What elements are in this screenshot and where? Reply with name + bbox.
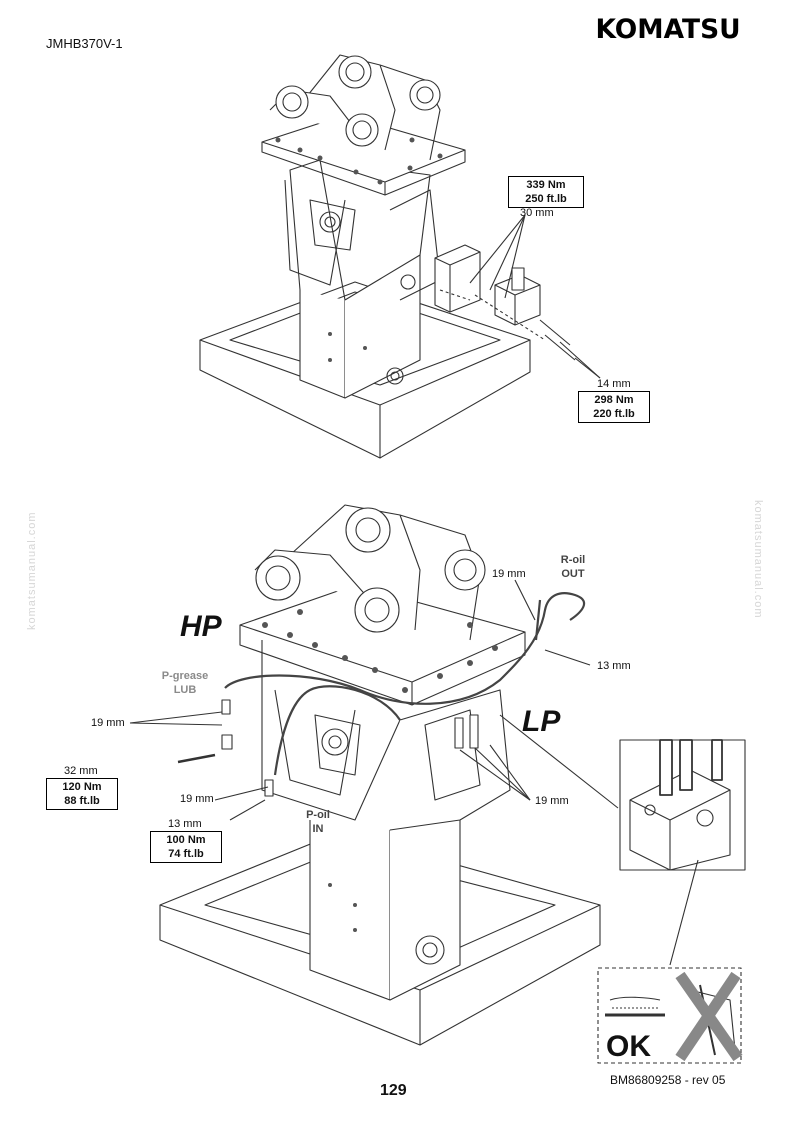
wrench-size-19-lp: 19 mm xyxy=(535,795,569,807)
torque-ftlb: 88 ft.lb xyxy=(64,795,100,807)
wrench-size-19-poil: 19 mm xyxy=(180,793,214,805)
hp-label: HP xyxy=(180,610,222,643)
torque-nm: 339 Nm xyxy=(526,179,566,191)
wrench-size-14: 14 mm xyxy=(597,378,631,390)
wrench-size-32: 32 mm xyxy=(64,765,98,777)
wrench-size-19-grease: 19 mm xyxy=(91,717,125,729)
torque-nm: 298 Nm xyxy=(594,394,634,406)
torque-callout-298: 298 Nm 220 ft.lb xyxy=(578,391,650,423)
torque-nm: 100 Nm xyxy=(166,834,206,846)
torque-callout-100: 100 Nm 74 ft.lb xyxy=(150,831,222,863)
torque-callout-339: 339 Nm 250 ft.lb xyxy=(508,176,584,208)
r-oil-out-label: R-oil OUT xyxy=(560,554,586,580)
revision-code: BM86809258 - rev 05 xyxy=(610,1073,726,1087)
komatsu-logo: KOMATSU xyxy=(595,14,741,45)
not-ok-cross-mark xyxy=(675,971,743,1062)
wrench-size-30: 30 mm xyxy=(520,207,554,219)
wrench-size-19-roil: 19 mm xyxy=(492,568,526,580)
p-grease-lub-label: P-grease LUB xyxy=(161,670,209,696)
torque-ftlb: 220 ft.lb xyxy=(593,408,635,420)
watermark-left: komatsumanual.com xyxy=(26,511,38,631)
top-breaker-illustration xyxy=(199,54,601,459)
page-number: 129 xyxy=(380,1082,407,1099)
wrench-size-13-poil: 13 mm xyxy=(168,818,202,830)
document-code: JMHB370V-1 xyxy=(46,36,123,51)
watermark-right: komatsumanual.com xyxy=(752,500,764,619)
lp-label: LP xyxy=(522,705,561,738)
p-oil-in-label: P-oil IN xyxy=(306,809,330,835)
torque-ftlb: 250 ft.lb xyxy=(525,193,567,205)
torque-callout-120: 120 Nm 88 ft.lb xyxy=(46,778,118,810)
bottom-breaker-illustration xyxy=(129,504,746,1064)
ok-label: OK xyxy=(606,1030,651,1063)
wrench-size-13-roil: 13 mm xyxy=(597,660,631,672)
torque-ftlb: 74 ft.lb xyxy=(168,848,204,860)
torque-nm: 120 Nm xyxy=(62,781,102,793)
